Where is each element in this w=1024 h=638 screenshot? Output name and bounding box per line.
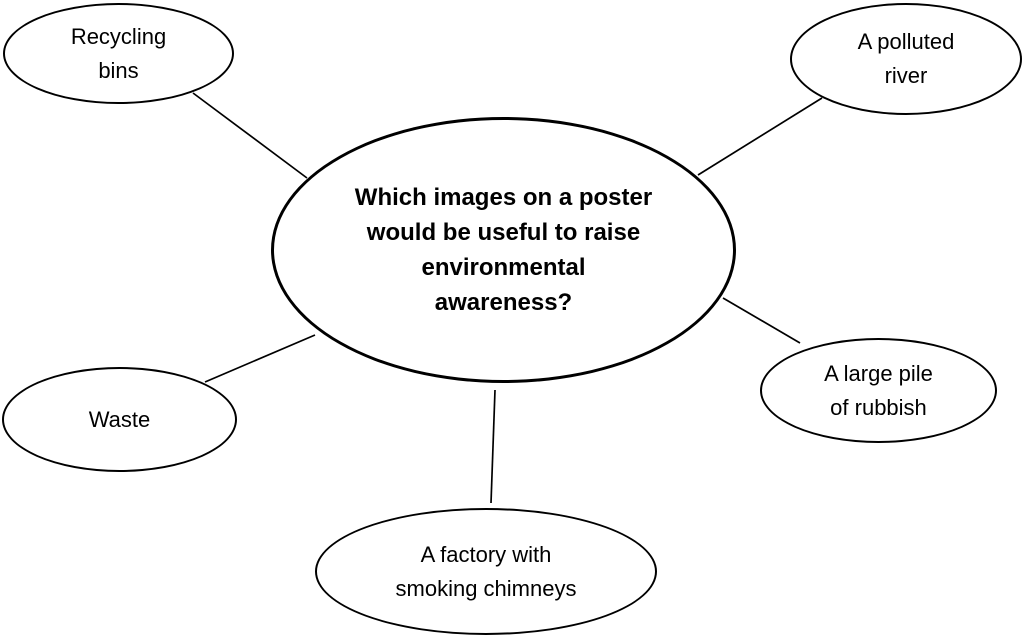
node-polluted-river: A polluted river bbox=[790, 3, 1022, 115]
edge-recycling-bins-to-center bbox=[192, 92, 308, 179]
edge-factory-to-center bbox=[490, 389, 496, 504]
node-waste-label: Waste bbox=[88, 406, 151, 432]
edge-rubbish-pile-to-center bbox=[722, 297, 801, 344]
edge-polluted-river-to-center bbox=[697, 97, 823, 176]
node-waste: Waste bbox=[2, 367, 237, 472]
node-factory-smoking-chimneys: A factory with smoking chimneys bbox=[315, 508, 657, 635]
node-factory-smoking-chimneys-label: A factory with smoking chimneys bbox=[395, 541, 577, 601]
center-node-label: Which images on a poster would be useful… bbox=[354, 184, 653, 316]
node-recycling-bins-label: Recycling bins bbox=[70, 23, 167, 83]
center-node-question: Which images on a poster would be useful… bbox=[271, 117, 736, 383]
node-large-pile-of-rubbish: A large pile of rubbish bbox=[760, 338, 997, 443]
node-large-pile-of-rubbish-label: A large pile of rubbish bbox=[824, 360, 933, 420]
node-polluted-river-label: A polluted river bbox=[857, 29, 955, 88]
node-recycling-bins: Recycling bins bbox=[3, 3, 234, 104]
edge-waste-to-center bbox=[204, 334, 316, 383]
